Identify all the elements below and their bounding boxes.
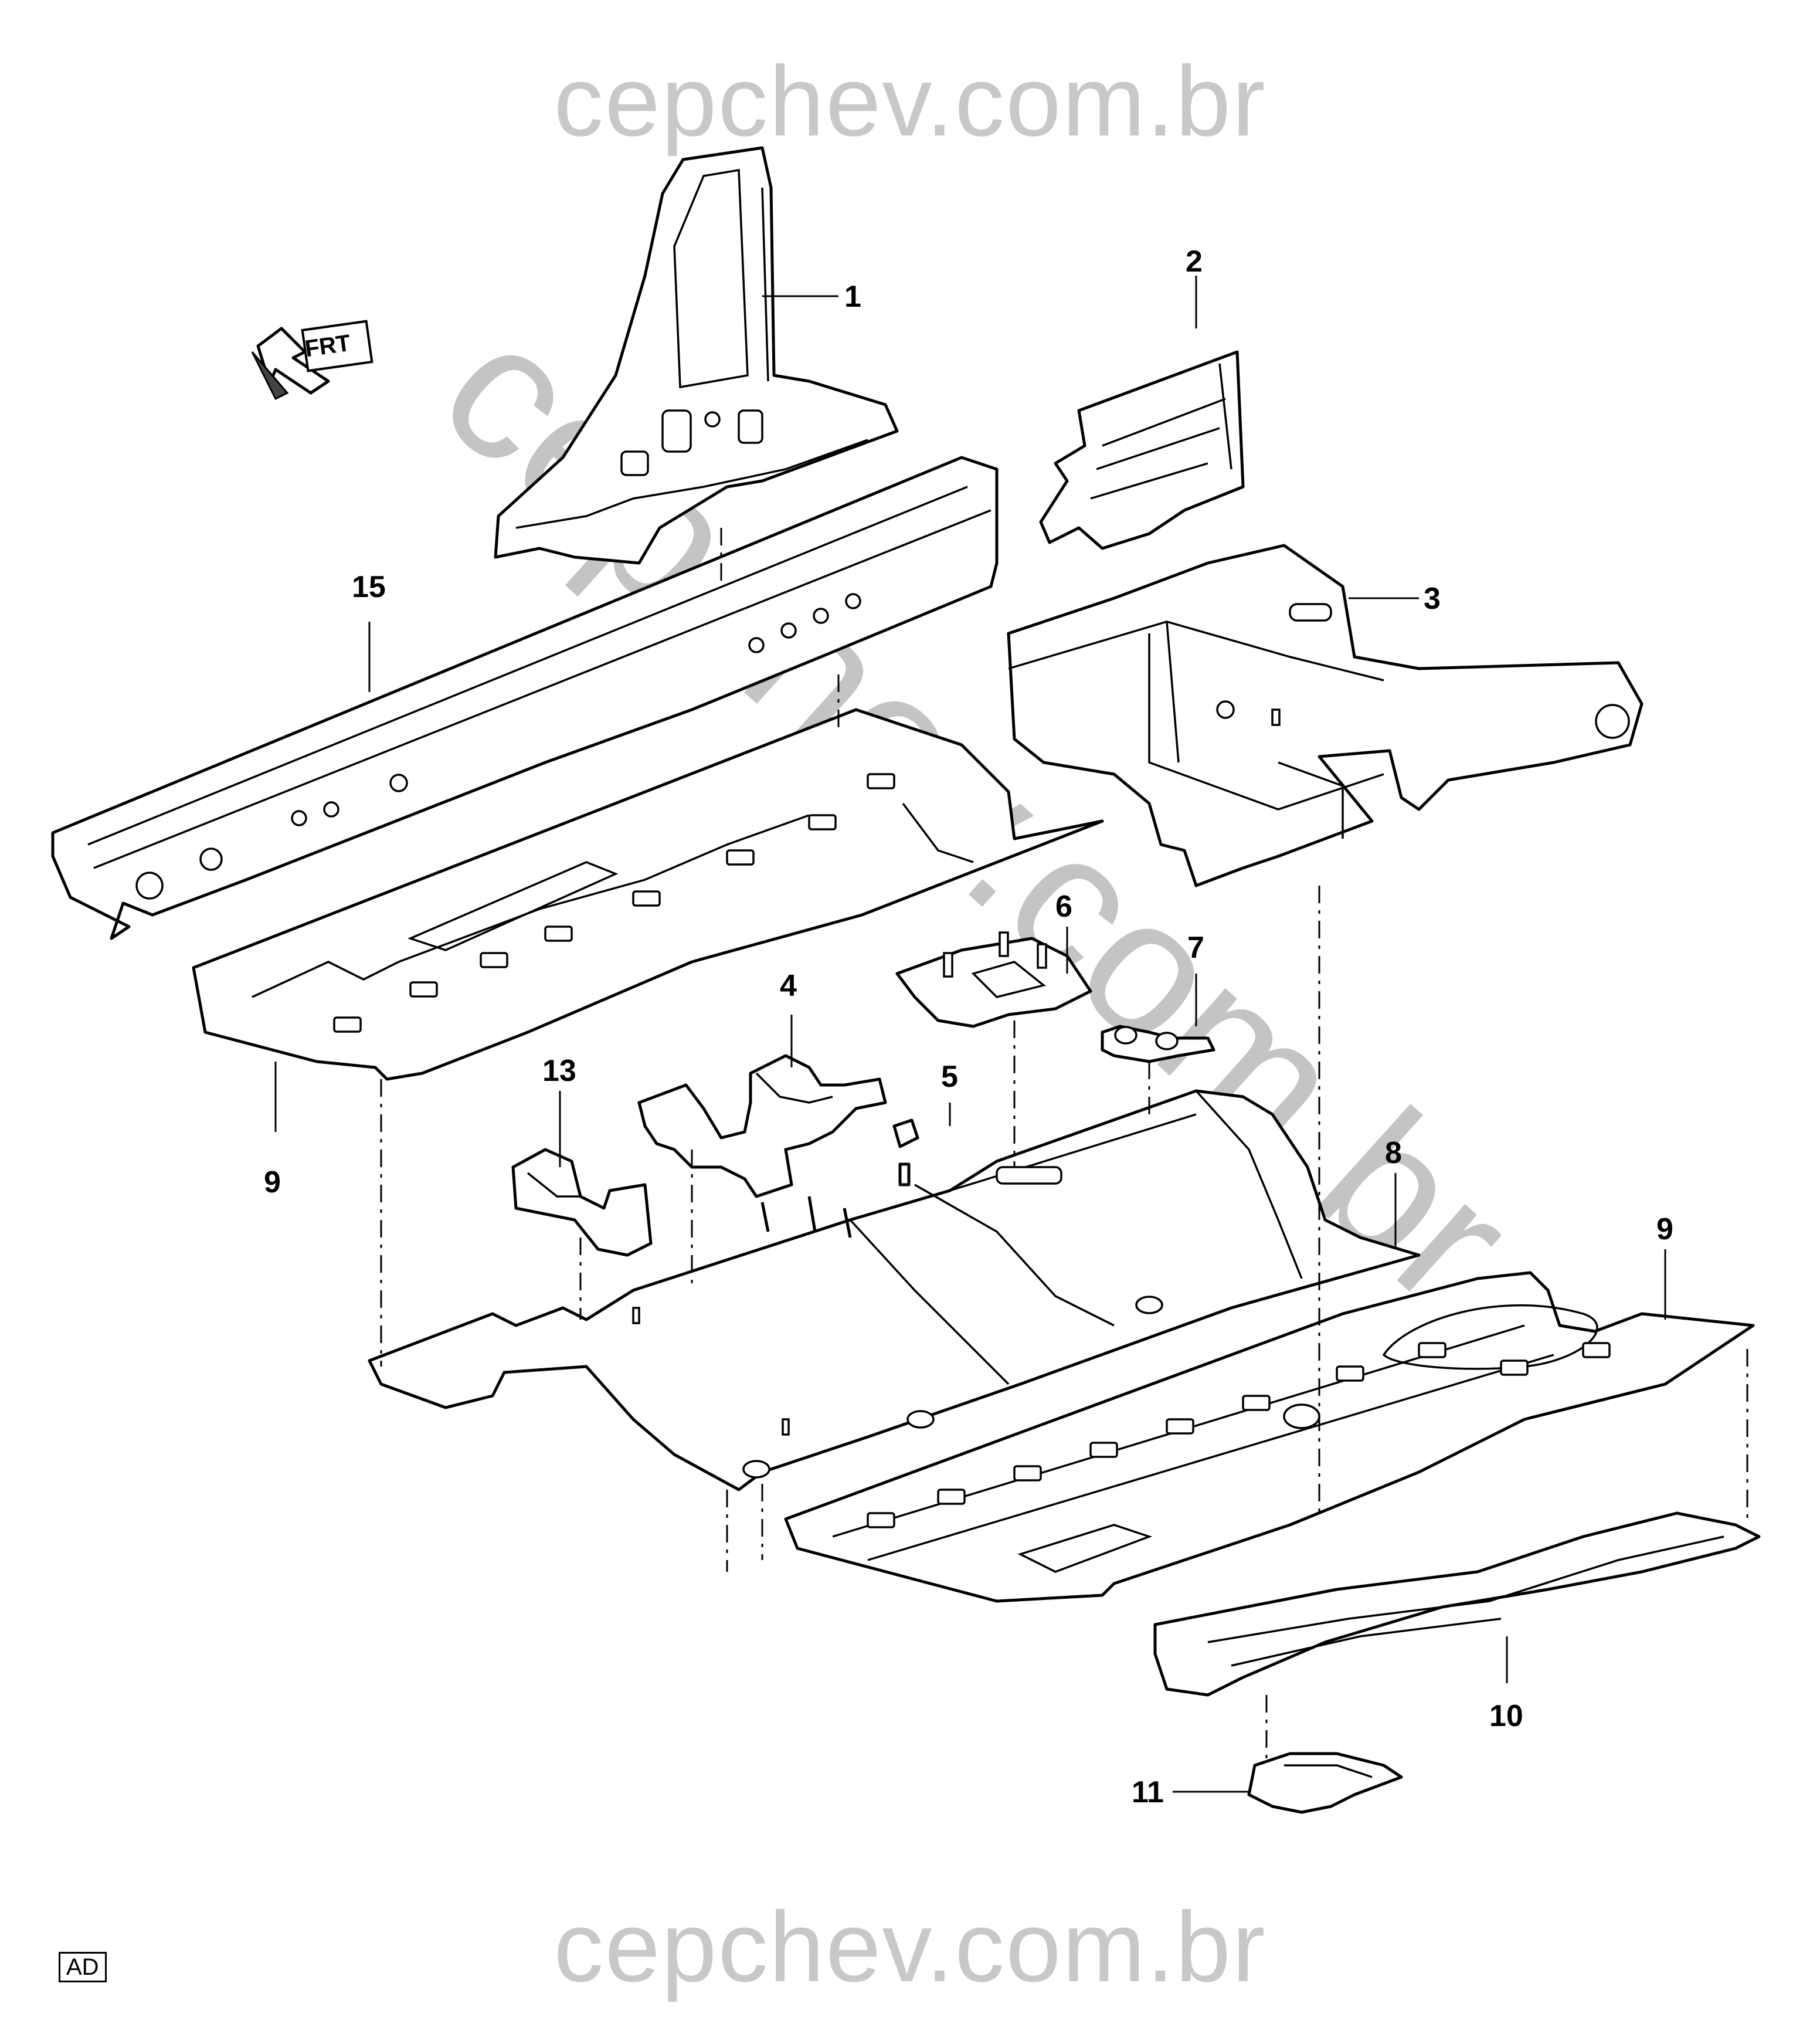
- callout-15: 15: [352, 570, 386, 604]
- callout-9-left: 9: [264, 1165, 281, 1199]
- part-5-nut: [892, 1118, 919, 1186]
- callout-13: 13: [542, 1054, 576, 1088]
- front-label: FRT: [303, 330, 352, 362]
- callout-11: 11: [1132, 1775, 1164, 1809]
- diagram-code-box: AD: [59, 1952, 107, 1982]
- callout-9-right: 9: [1656, 1212, 1673, 1246]
- callout-2: 2: [1186, 245, 1203, 279]
- part-2-panel: [1039, 350, 1245, 550]
- leader-lines: [274, 276, 1666, 1793]
- part-4-bracket: [637, 1054, 887, 1198]
- callout-6: 6: [1055, 890, 1072, 924]
- part-15-rocker: [51, 456, 999, 940]
- part-13-bracket: [511, 1148, 653, 1257]
- part-6-mount: [895, 931, 1092, 1028]
- callout-1: 1: [844, 280, 861, 314]
- part-11-bracket: [1247, 1752, 1403, 1814]
- callout-3: 3: [1424, 582, 1441, 616]
- part-1-b-pillar: [494, 146, 899, 565]
- callout-8: 8: [1385, 1136, 1402, 1170]
- watermark-top: cepchev.com.br: [554, 46, 1266, 157]
- callout-7: 7: [1187, 931, 1204, 965]
- part-9-right-floor-panel: [784, 1271, 1755, 1603]
- part-3-crossmember: [1007, 544, 1644, 887]
- callout-5: 5: [941, 1060, 958, 1094]
- part-8-center-floor: [368, 1089, 1421, 1491]
- part-9-left-floor-panel: [192, 708, 1104, 1081]
- part-10-rail: [1153, 1511, 1761, 1697]
- callout-4: 4: [780, 969, 797, 1003]
- watermark-bottom: cepchev.com.br: [554, 1891, 1266, 2003]
- callout-10: 10: [1489, 1699, 1523, 1733]
- part-7-clip: [1101, 1025, 1215, 1063]
- alignment-lines: [380, 528, 1748, 1759]
- front-arrow-icon: [251, 320, 373, 401]
